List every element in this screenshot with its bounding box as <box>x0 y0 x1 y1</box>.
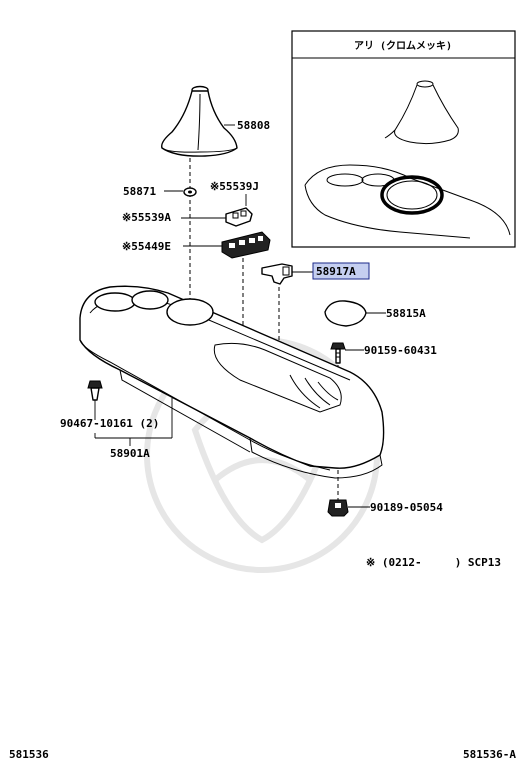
screw-clip <box>87 380 103 401</box>
footer-page-id: 581536-A <box>463 748 516 761</box>
label-90189-05054: 90189-05054 <box>370 501 443 514</box>
inset-chrome-boot <box>384 80 459 145</box>
inset-box: アリ (クロムメッキ) <box>291 30 516 248</box>
inset-console-sketch <box>304 164 511 239</box>
label-55539j: ※55539J <box>210 180 259 193</box>
label-58917a: 58917A <box>316 265 356 278</box>
inset-title: アリ (クロムメッキ) <box>354 40 452 52</box>
label-90467-10161: 90467-10161 (2) <box>60 417 159 430</box>
bolt <box>330 342 346 364</box>
label-55539a: ※55539A <box>122 211 171 224</box>
retainer-ring <box>183 187 197 197</box>
label-90159-60431: 90159-60431 <box>364 344 437 357</box>
footer-diagram-id: 581536 <box>9 748 49 761</box>
clip-nut <box>327 499 349 517</box>
label-58871: 58871 <box>123 185 156 198</box>
label-58815a: 58815A <box>386 307 426 320</box>
label-58901a: 58901A <box>110 447 150 460</box>
shift-boot <box>161 85 238 157</box>
label-58808: 58808 <box>237 119 270 132</box>
shift-indicator <box>221 231 271 259</box>
label-55449e: ※55449E <box>122 240 171 253</box>
applicability-note: ※ (0212- ) SCP13 <box>366 556 501 569</box>
center-console <box>79 285 385 479</box>
label-58917a-highlight <box>312 262 370 280</box>
inset-chrome-ring <box>380 175 444 215</box>
indicator-clip <box>225 207 253 227</box>
mat-pad <box>324 300 367 327</box>
holder-bracket <box>261 263 293 285</box>
